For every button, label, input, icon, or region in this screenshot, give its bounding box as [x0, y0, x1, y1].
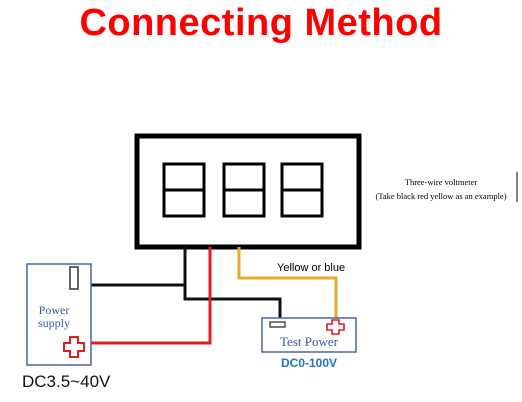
positive-terminal-icon — [63, 336, 85, 358]
test-power-range: DC0-100V — [281, 356, 337, 370]
power-supply-label-line2: supply — [38, 316, 70, 330]
black-wire — [84, 247, 282, 318]
test-power-label: Test Power — [280, 334, 339, 349]
voltmeter-display — [134, 133, 362, 250]
seven-segment-digit-2 — [222, 162, 266, 218]
seven-segment-digit-1 — [162, 162, 206, 218]
power-supply-label-line1: Power — [39, 303, 70, 317]
negative-terminal-icon — [69, 266, 79, 290]
voltmeter-note-line2: (Take black red yellow as an example) — [375, 191, 506, 201]
power-supply-voltage: DC3.5~40V — [22, 372, 111, 391]
voltmeter-note-line1: Three-wire voltmeter — [405, 177, 478, 187]
test-power-box: Test Power — [261, 317, 357, 353]
diagram-title: Connecting Method — [79, 2, 443, 44]
test-positive-terminal-icon — [326, 319, 345, 335]
test-negative-terminal-icon — [269, 321, 286, 328]
seven-segment-digit-3 — [280, 162, 324, 218]
red-wire — [84, 247, 212, 345]
yellow-wire — [237, 247, 338, 318]
wire-color-label: Yellow or blue — [277, 262, 345, 274]
power-supply-box: Power supply — [26, 263, 92, 366]
